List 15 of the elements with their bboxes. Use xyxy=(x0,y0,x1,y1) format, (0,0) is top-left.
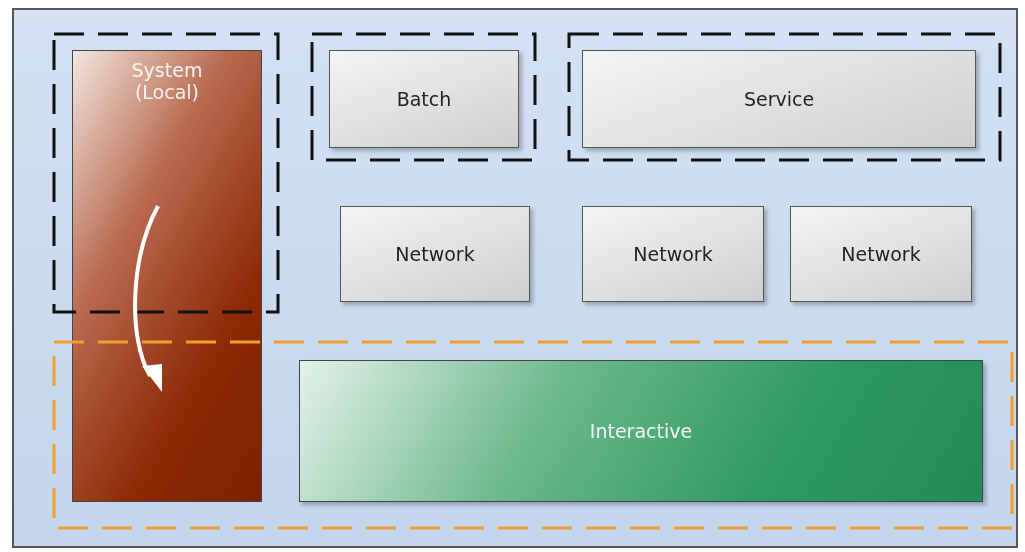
session-box xyxy=(299,360,983,502)
session-label: Network xyxy=(632,243,714,265)
session-box xyxy=(582,206,764,302)
session-box xyxy=(340,206,530,302)
session-label: Service xyxy=(742,88,816,110)
background-panel xyxy=(12,8,1018,548)
session-bar xyxy=(72,50,262,502)
session-label: Network xyxy=(840,243,922,265)
session-box xyxy=(790,206,972,302)
session-label: Batch xyxy=(395,88,453,110)
session-box xyxy=(582,50,976,148)
session-label: Network xyxy=(394,243,476,265)
session-box xyxy=(329,50,519,148)
session-label: Interactive xyxy=(588,420,694,442)
session-label: System (Local) xyxy=(130,59,204,103)
